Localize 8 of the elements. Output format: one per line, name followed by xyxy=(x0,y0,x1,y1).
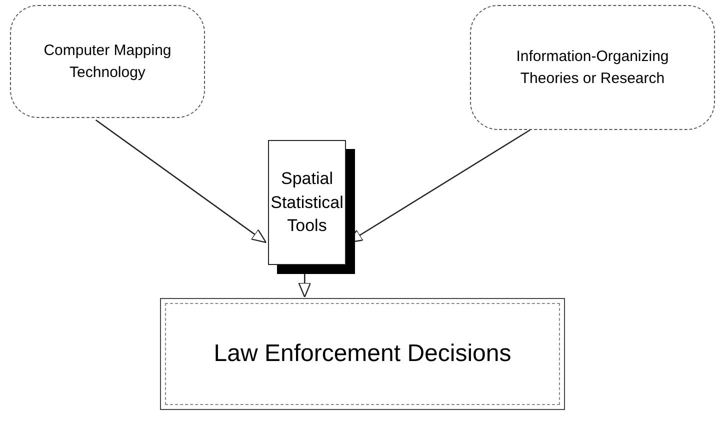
arrow xyxy=(95,119,267,244)
rounded-box xyxy=(10,5,205,118)
rounded-box xyxy=(470,5,715,130)
node-label: Computer Mapping Technology xyxy=(42,40,172,82)
decision-box xyxy=(160,298,565,410)
node-label: Spatial Statistical Tools xyxy=(270,168,344,238)
node-label: Law Enforcement Decisions xyxy=(214,340,512,368)
node-label: Information-Organizing Theories or Research xyxy=(515,46,670,88)
